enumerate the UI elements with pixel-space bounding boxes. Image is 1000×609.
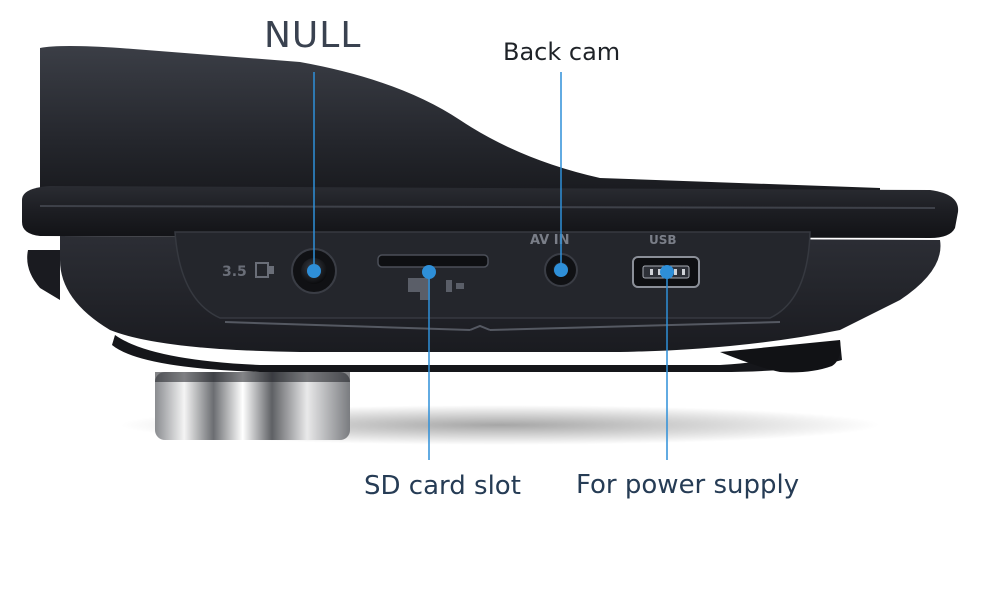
chrome-mount <box>155 372 350 440</box>
callout-dot-power <box>660 265 674 279</box>
callout-back-cam-label: Back cam <box>503 38 621 66</box>
left-side-ear <box>27 250 60 300</box>
callout-dot-back-cam <box>554 263 568 277</box>
callout-sd-card-label: SD card slot <box>364 471 521 501</box>
usb-label: USB <box>649 233 677 247</box>
sd-slot <box>377 254 489 268</box>
callout-null-label: NULL <box>264 15 362 56</box>
jack-label: 3.5 <box>222 264 247 280</box>
port-panel <box>174 231 811 319</box>
sd-card-icon <box>408 278 430 300</box>
device-rim <box>22 186 959 238</box>
callout-dot-null <box>307 264 321 278</box>
callout-dot-sd <box>422 265 436 279</box>
device-top-shell <box>40 46 880 206</box>
callout-power-label: For power supply <box>576 470 800 500</box>
right-foot <box>720 340 841 373</box>
av-label: AV IN <box>530 233 569 248</box>
